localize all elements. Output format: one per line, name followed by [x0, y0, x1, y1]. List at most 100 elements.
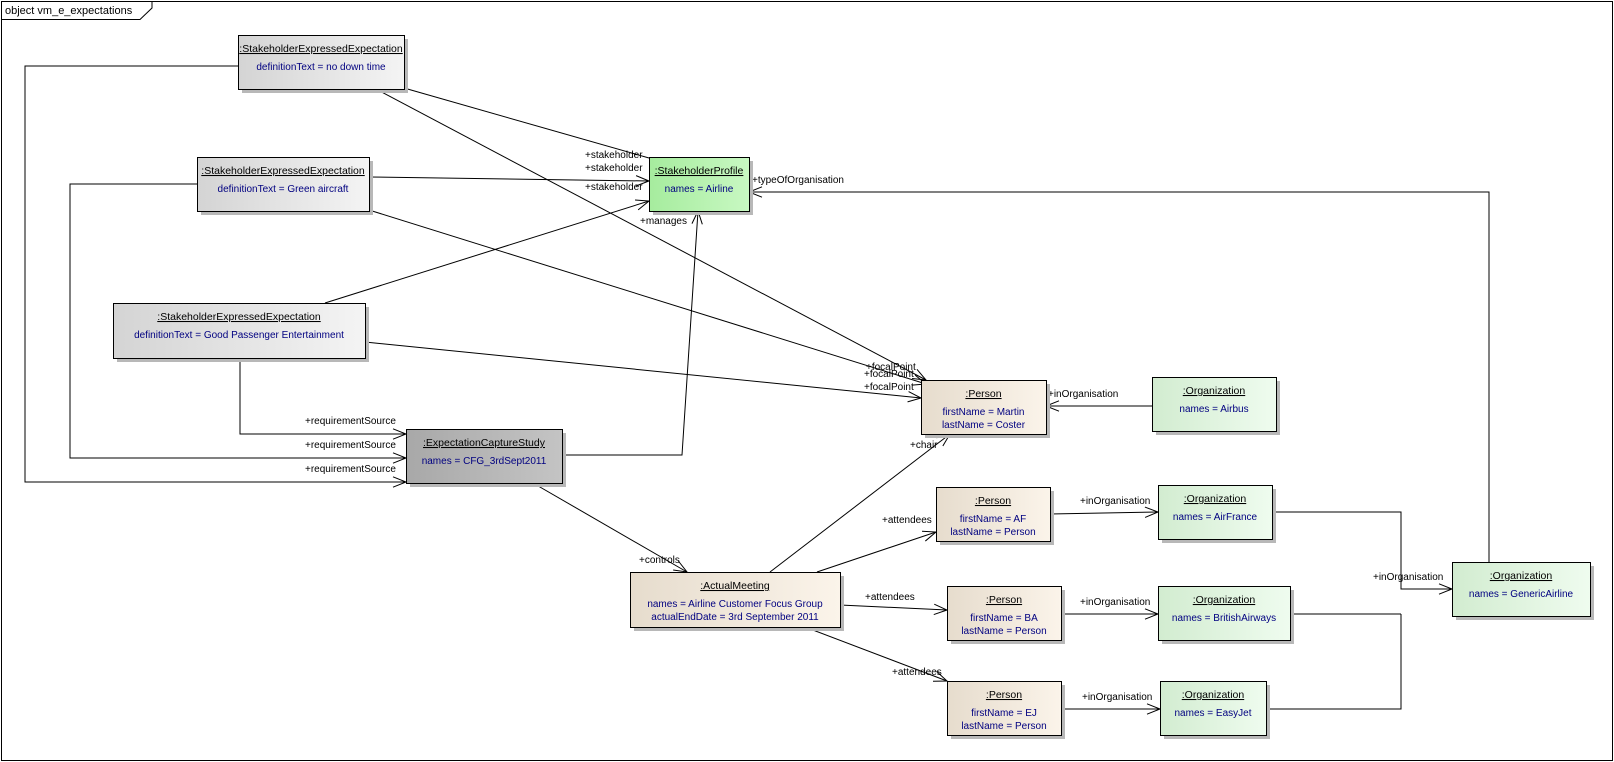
link-line[interactable] — [69, 183, 406, 459]
role-label: +stakeholder — [585, 150, 643, 161]
object-title: :Organization — [1182, 689, 1245, 701]
object-see1[interactable]: :StakeholderExpressedExpectationdefiniti… — [238, 35, 409, 94]
object-box[interactable] — [1158, 485, 1273, 540]
object-attribute: lastName = Person — [950, 527, 1035, 538]
links-layer: +stakeholder+stakeholder+stakeholder+foc… — [24, 65, 1490, 715]
object-title: :Organization — [1184, 493, 1247, 505]
object-attribute: firstName = EJ — [971, 708, 1037, 719]
role-label: +chair — [910, 440, 938, 451]
object-see3[interactable]: :StakeholderExpressedExpectationdefiniti… — [113, 303, 370, 363]
link-meeting-ba[interactable]: +attendees — [839, 592, 949, 616]
object-title: :Person — [986, 689, 1022, 701]
object-box[interactable] — [197, 157, 370, 212]
role-label: +requirementSource — [305, 464, 396, 475]
object-box[interactable] — [1158, 586, 1291, 641]
object-box[interactable] — [238, 35, 405, 90]
object-attribute: firstName = AF — [960, 514, 1026, 525]
link-line[interactable] — [24, 65, 406, 483]
role-label: +inOrganisation — [1080, 496, 1150, 507]
frame-tab — [1, 1, 153, 20]
link-see1-martin[interactable]: +focalPoint — [373, 87, 928, 381]
object-box[interactable] — [406, 429, 563, 484]
object-profile[interactable]: :StakeholderProfile names = Airline — [649, 157, 754, 216]
object-see2[interactable]: :StakeholderExpressedExpectation definiti… — [197, 157, 374, 216]
role-label: +focalPoint — [864, 382, 914, 393]
link-ba-britishairways[interactable]: +inOrganisation — [1061, 597, 1160, 620]
object-attribute: lastName = Coster — [942, 420, 1026, 431]
link-line[interactable] — [804, 626, 948, 682]
object-attribute: firstName = BA — [970, 613, 1038, 624]
link-study-profile[interactable]: +manages — [562, 209, 703, 456]
object-box[interactable] — [1152, 377, 1277, 432]
object-attribute: actualEndDate = 3rd September 2011 — [651, 612, 819, 623]
object-airfrance[interactable]: :Organization names = AirFrance — [1158, 485, 1277, 544]
link-see1-profile[interactable]: +stakeholder — [403, 87, 650, 161]
link-ej-easyjet[interactable]: +inOrganisation — [1061, 692, 1162, 715]
link-airfrance-generic[interactable]: +inOrganisation — [1272, 511, 1454, 595]
role-label: +inOrganisation — [1080, 597, 1150, 608]
role-label: +requirementSource — [305, 416, 396, 427]
role-label: +focalPoint — [866, 362, 916, 373]
link-meeting-af[interactable]: +attendees — [816, 515, 938, 573]
link-airbus-martin[interactable]: +inOrganisation — [1044, 389, 1152, 412]
link-see3-study[interactable]: +requirementSource — [239, 358, 408, 440]
object-box[interactable] — [936, 487, 1051, 542]
object-af[interactable]: :Person firstName = AF lastName = Person — [936, 487, 1055, 546]
object-attribute: definitionText = no down time — [256, 62, 386, 73]
object-attribute: names = Airbus — [1179, 404, 1248, 415]
link-line[interactable] — [364, 341, 922, 399]
link-line[interactable] — [562, 210, 699, 456]
object-title: :Person — [975, 495, 1011, 507]
link-line[interactable] — [324, 200, 650, 304]
link-line[interactable] — [839, 604, 948, 611]
link-line[interactable] — [403, 87, 650, 159]
link-study-meeting[interactable]: +controls — [532, 482, 689, 573]
link-line[interactable] — [368, 176, 650, 182]
object-attribute: names = Airline — [665, 184, 734, 195]
link-line[interactable] — [1272, 511, 1452, 590]
link-line[interactable] — [532, 482, 688, 573]
object-title: :Person — [986, 594, 1022, 606]
object-attribute: definitionText = Green aircraft — [218, 184, 349, 195]
object-title: :ExpectationCaptureStudy — [423, 437, 546, 449]
link-line[interactable] — [368, 209, 927, 385]
link-line[interactable] — [816, 531, 937, 573]
object-attribute: names = BritishAirways — [1172, 613, 1276, 624]
role-label: +attendees — [882, 515, 932, 526]
link-af-airfrance[interactable]: +inOrganisation — [1049, 496, 1160, 518]
object-box[interactable] — [947, 586, 1062, 641]
link-line[interactable] — [373, 87, 927, 381]
link-see2-martin[interactable]: +focalPoint — [368, 209, 928, 386]
object-box[interactable] — [113, 303, 366, 359]
link-meeting-ej[interactable]: +attendees — [804, 626, 949, 682]
role-label: +inOrganisation — [1082, 692, 1152, 703]
object-box[interactable] — [630, 572, 841, 628]
link-meeting-martin[interactable]: +chair — [769, 433, 952, 573]
link-easyjet-generic[interactable] — [1266, 614, 1402, 710]
object-box[interactable] — [1160, 681, 1267, 736]
object-title: :StakeholderProfile — [655, 165, 744, 177]
object-box[interactable] — [1452, 562, 1591, 617]
object-title: :Organization — [1490, 570, 1553, 582]
object-attribute: names = AirFrance — [1173, 512, 1258, 523]
object-box[interactable] — [947, 681, 1062, 736]
link-see3-martin[interactable]: +focalPoint — [364, 341, 923, 403]
link-line[interactable] — [1049, 511, 1159, 515]
object-box[interactable] — [649, 157, 750, 212]
object-title: :StakeholderExpressedExpectation — [201, 165, 365, 177]
link-see3-profile[interactable]: +stakeholder — [324, 182, 651, 304]
link-line[interactable] — [1266, 614, 1402, 710]
object-box[interactable] — [921, 380, 1047, 435]
link-line[interactable] — [769, 433, 951, 573]
link-line[interactable] — [239, 358, 406, 435]
link-line[interactable] — [749, 191, 1490, 562]
